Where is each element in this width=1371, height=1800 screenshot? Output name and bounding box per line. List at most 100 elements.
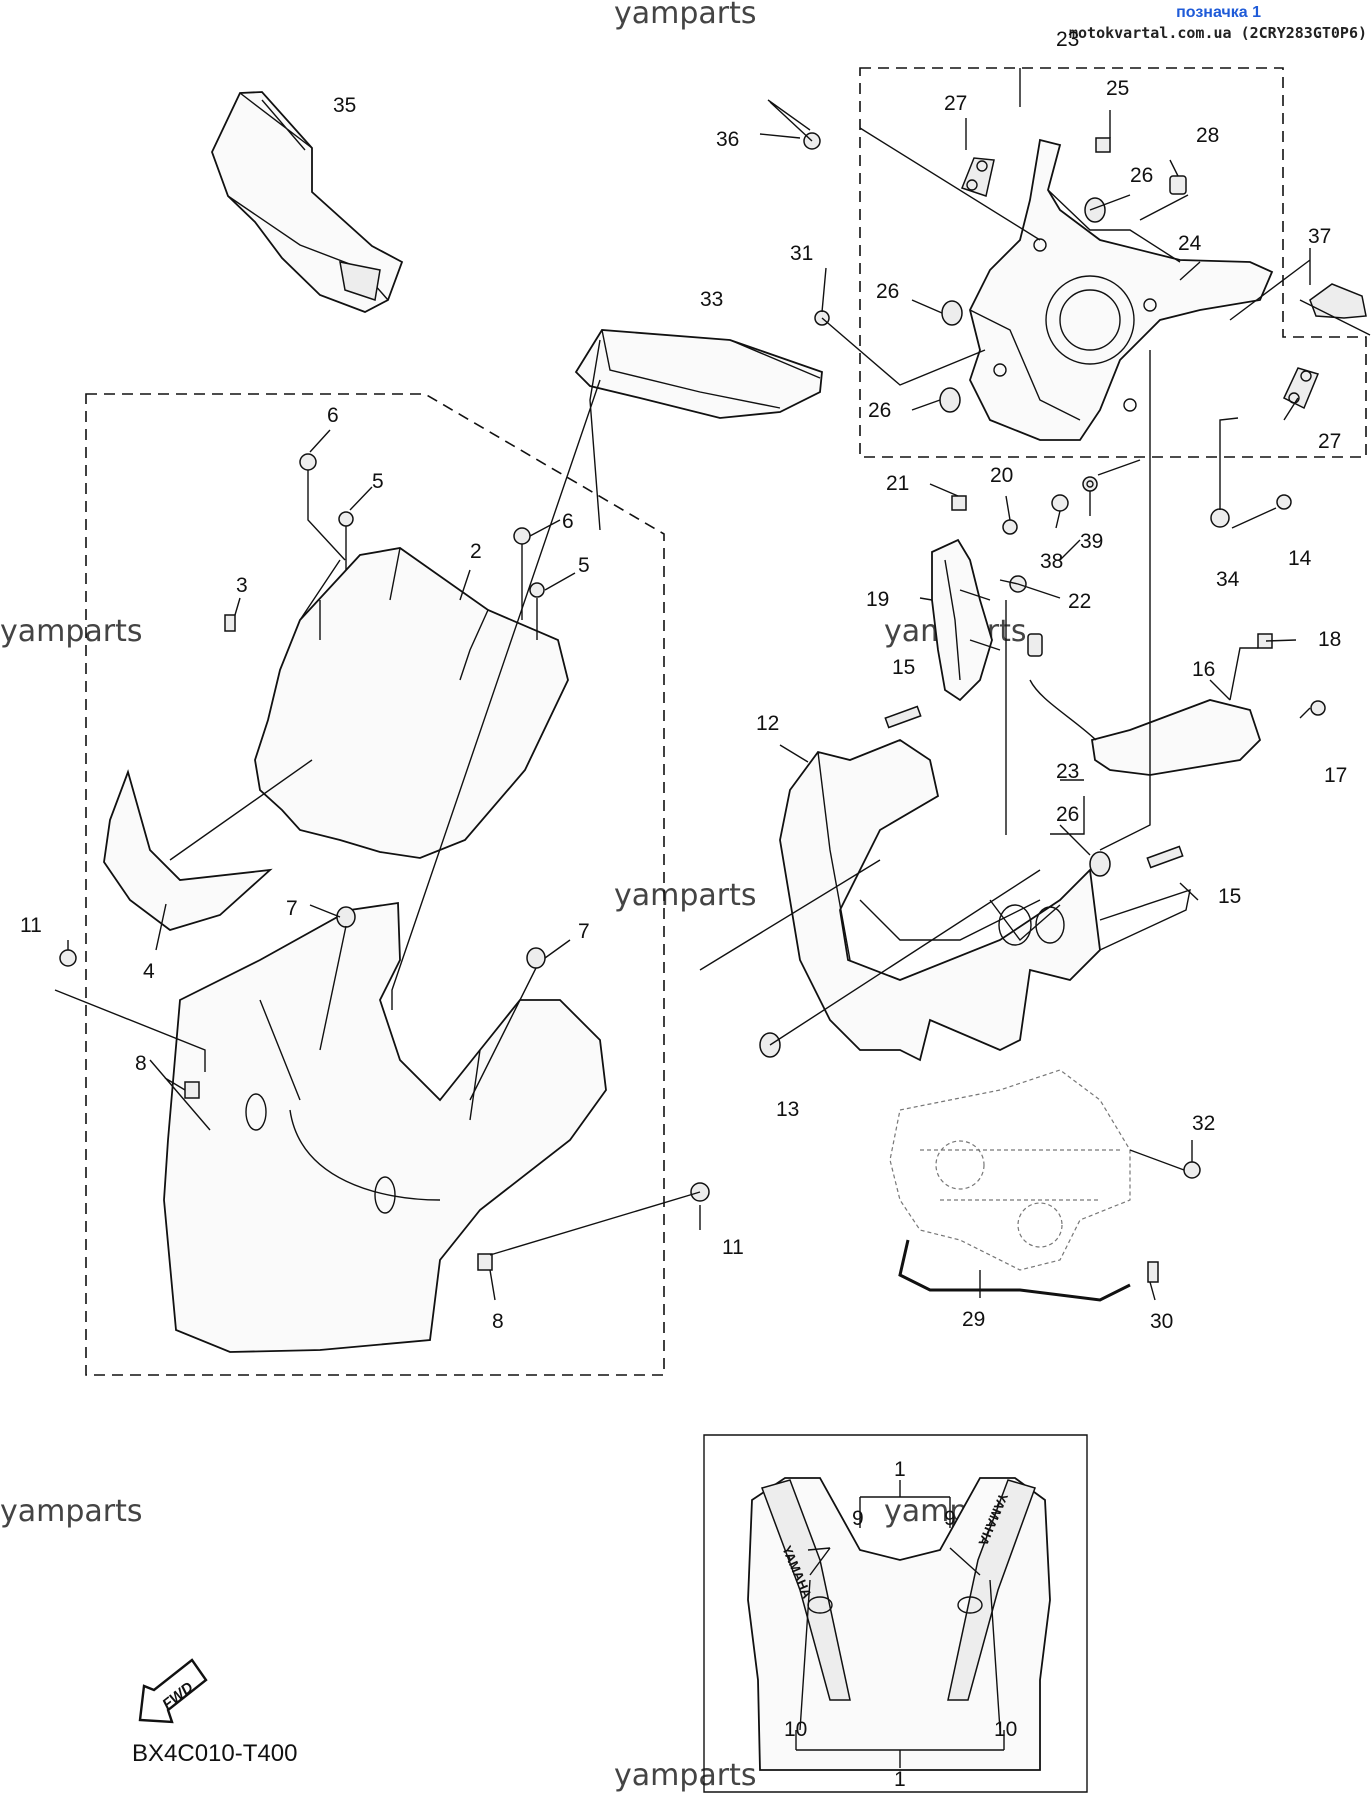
callout-24: 24 [1178,232,1202,255]
callout-19: 19 [866,588,889,611]
part-39-washer[interactable] [1082,476,1098,492]
callout-10: 10 [994,1718,1017,1741]
part-36-nut[interactable] [767,99,821,150]
part-32-bolt[interactable] [1183,1161,1201,1179]
part-14-bolt[interactable] [1276,494,1292,510]
callout-27: 27 [944,92,967,115]
callout-8: 8 [492,1310,504,1333]
callout-20: 20 [990,464,1013,487]
callout-1: 1 [894,1768,906,1791]
callout-31: 31 [790,242,813,265]
callout-32: 32 [1192,1112,1215,1135]
part-26-grommet[interactable] [1089,851,1111,877]
part-25-nut[interactable] [1095,137,1111,153]
watermark: yamparts [614,878,757,913]
part-37-bracket[interactable] [1309,283,1367,319]
part-34-grommet[interactable] [1210,508,1230,528]
part-1-cowl-decal-set[interactable]: YAMAHA YAMAHA [747,1477,1051,1771]
part-27-plate[interactable] [961,157,995,197]
part-38-bolt[interactable] [1051,494,1069,512]
callout-15: 15 [1218,885,1241,908]
part-3-collar[interactable] [224,614,236,632]
leader-line [54,339,701,1301]
callout-37: 37 [1308,225,1331,248]
group-box-inset [703,1434,1088,1793]
part-8-nut[interactable] [184,1081,200,1099]
callout-6: 6 [562,510,574,533]
callout-21: 21 [886,472,909,495]
part-11-screw[interactable] [59,949,77,967]
callout-9: 9 [944,1507,956,1530]
part-2-windshield[interactable] [254,547,569,859]
callout-39: 39 [1080,530,1103,553]
part-12-under-cowl[interactable] [779,738,1191,1062]
part-28-collar[interactable] [1169,175,1187,195]
callout-8: 8 [135,1052,147,1075]
callout-23: 23 [1056,760,1079,783]
leader-line [759,68,1371,421]
callout-33: 33 [700,288,723,311]
callout-15: 15 [892,656,915,679]
callout-29: 29 [962,1308,985,1331]
part-15-damper[interactable] [884,705,922,729]
callout-7: 7 [286,897,298,920]
watermark: yamparts [0,1494,143,1529]
part-27-plate-right[interactable] [1283,367,1320,410]
leader-line [795,1480,1005,1768]
callout-38: 38 [1040,550,1063,573]
callout-35: 35 [333,94,356,117]
callout-14: 14 [1288,547,1312,570]
callout-3: 3 [236,574,248,597]
part-21-nut[interactable] [951,495,967,511]
callout-11: 11 [722,1236,744,1259]
callout-26: 26 [1056,803,1079,826]
callout-28: 28 [1196,124,1219,147]
part-29-wire[interactable] [898,1239,1131,1302]
group-box-stay [859,67,1367,458]
callout-4: 4 [143,960,155,983]
callout-18: 18 [1318,628,1341,651]
leader-line [699,350,1311,1046]
callout-1: 1 [894,1458,906,1481]
callout-6: 6 [327,404,339,427]
part-30-bulb[interactable] [1147,1261,1159,1283]
watermark: yamparts [614,1758,757,1793]
part-7-grommet[interactable] [526,947,546,969]
diagram-code: BX4C010-T400 [132,1740,298,1767]
part-4-inner-cover[interactable] [103,769,273,931]
part-19-headlight-bracket[interactable] [931,538,1001,702]
callout-2: 2 [470,540,482,563]
source-code: motokvartal.com.ua (2CRY283GT0P6) [1068,24,1367,42]
fwd-arrow-icon: FWD [138,1658,208,1724]
callout-13: 13 [776,1098,799,1121]
part-35-mirror[interactable] [211,91,404,313]
part-6-screw[interactable] [299,453,317,471]
label-link[interactable]: позначка 1 [1176,4,1261,21]
callout-30: 30 [1150,1310,1173,1333]
part-6-screw[interactable] [513,527,531,545]
part-15-damper[interactable] [1146,845,1184,869]
part-26-grommet[interactable] [941,300,963,326]
callout-7: 7 [578,920,590,943]
part-cowling-body[interactable] [163,901,607,1353]
leader-line [979,1140,1193,1301]
part-5-washer[interactable] [338,511,354,527]
callout-26: 26 [1130,164,1153,187]
callout-26: 26 [876,280,899,303]
part-16-lead[interactable] [1027,633,1262,776]
part-26-grommet[interactable] [1084,197,1106,223]
part-17-bolt[interactable] [1310,700,1326,716]
callout-12: 12 [756,712,779,735]
part-24-stay[interactable] [969,138,1274,441]
callout-26: 26 [868,399,891,422]
callout-36: 36 [716,128,739,151]
leader-line [155,429,576,951]
callout-5: 5 [578,554,590,577]
callout-27: 27 [1318,430,1341,453]
part-8-nut[interactable] [477,1253,493,1271]
part-33-turn-signal[interactable] [574,329,823,419]
callout-17: 17 [1324,764,1347,787]
part-26-grommet[interactable] [939,387,961,413]
part-20-screw[interactable] [1002,519,1018,535]
part-5-washer[interactable] [529,582,545,598]
